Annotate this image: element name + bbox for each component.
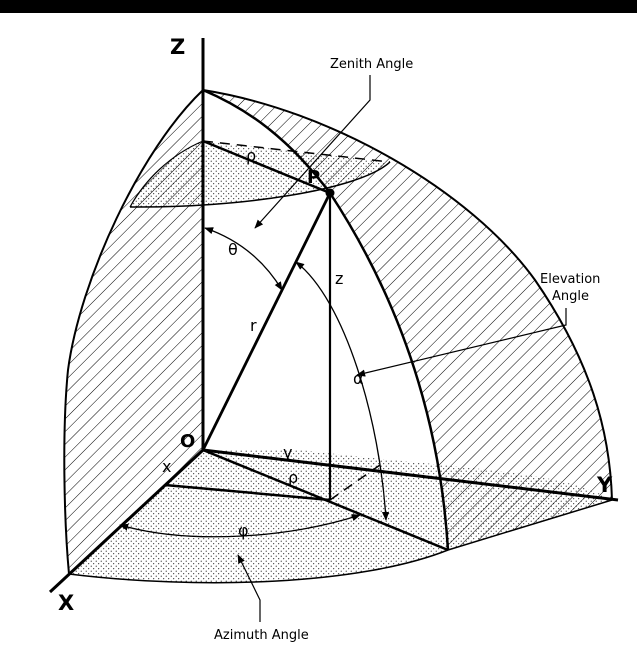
r-symbol: r bbox=[250, 316, 257, 335]
top-border bbox=[0, 0, 637, 13]
alpha-symbol: α bbox=[353, 369, 364, 388]
z-symbol: z bbox=[335, 269, 343, 288]
xz-meridian-wall bbox=[64, 90, 204, 574]
y-axis-label: Y bbox=[596, 473, 613, 497]
elevation-angle-label-line1: Elevation bbox=[540, 272, 600, 287]
x-axis-label: X bbox=[58, 591, 74, 615]
rho-bottom-symbol: ρ bbox=[288, 468, 298, 487]
z-axis-label: Z bbox=[170, 35, 185, 59]
yz-meridian-wall bbox=[203, 90, 612, 550]
angle-arcs bbox=[119, 227, 390, 538]
theta-symbol: θ bbox=[228, 240, 238, 259]
x-symbol: x bbox=[162, 457, 171, 476]
y-symbol: y bbox=[283, 443, 292, 462]
sphere-outline bbox=[63, 88, 613, 584]
point-p-label: P bbox=[307, 167, 320, 188]
zenith-angle-label: Zenith Angle bbox=[330, 57, 413, 72]
elevation-angle-label-line2: Angle bbox=[552, 289, 589, 304]
leader-lines bbox=[237, 75, 567, 622]
point-p-marker bbox=[325, 188, 335, 198]
origin-label: O bbox=[180, 431, 195, 452]
rho-top-symbol: ρ bbox=[246, 146, 256, 165]
cap-disc bbox=[130, 141, 390, 208]
phi-symbol: φ bbox=[238, 521, 249, 540]
azimuth-angle-label: Azimuth Angle bbox=[214, 628, 309, 643]
